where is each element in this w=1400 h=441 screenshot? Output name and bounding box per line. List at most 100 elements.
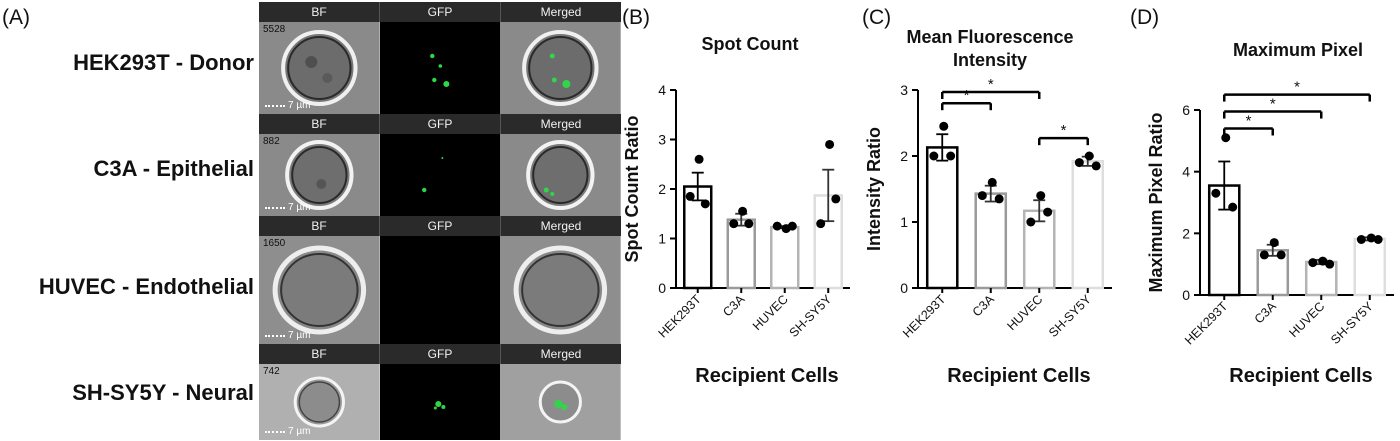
significance-star: *: [1270, 96, 1276, 113]
y-tick-label: 0: [658, 280, 666, 296]
y-tick-label: 3: [900, 82, 908, 98]
x-tick-label: HEK293T: [656, 292, 704, 340]
channel-header-gfp: GFP: [380, 216, 501, 236]
significance-star: *: [964, 87, 970, 104]
significance-star: *: [1294, 79, 1300, 96]
scale-bar: 7 µm: [265, 202, 310, 213]
y-tick-label: 4: [1182, 164, 1190, 180]
channel-header: BF GFP Merged: [259, 114, 621, 134]
y-tick-label: 6: [1182, 102, 1190, 118]
scale-bar: 7 µm: [265, 330, 310, 341]
channel-header-merged: Merged: [540, 347, 582, 361]
event-id: 5528: [263, 24, 286, 35]
chart-title: Mean Fluorescence: [906, 27, 1073, 47]
data-point: [1366, 233, 1376, 243]
channel-header: BF GFP Merged: [259, 216, 621, 236]
data-point: [816, 219, 826, 229]
row-label-shsy5y: SH-SY5Y - Neural: [72, 380, 254, 405]
bar: [726, 218, 756, 290]
bar: [770, 225, 800, 290]
channel-header-bf: BF: [259, 2, 380, 22]
x-tick-label: HEK293T: [900, 292, 948, 340]
x-tick-label: C3A: [1252, 299, 1280, 327]
x-tick-label: HEK293T: [1182, 299, 1230, 347]
data-point: [685, 191, 695, 201]
x-axis-label: Recipient Cells: [947, 365, 1090, 387]
bar: [974, 192, 1008, 290]
merged-image: [500, 134, 622, 216]
data-point: [977, 191, 987, 201]
data-point: [825, 139, 835, 149]
channel-header-gfp: GFP: [380, 2, 501, 22]
data-point: [772, 221, 782, 231]
gfp-image: [379, 22, 501, 114]
data-point: [1211, 188, 1221, 198]
bar: [925, 146, 959, 290]
row-label-huvec: HUVEC - Endothelial: [38, 274, 254, 299]
bar: [1071, 160, 1105, 290]
chart-title: Spot Count: [702, 34, 799, 54]
x-axis-label: Recipient Cells: [695, 365, 838, 387]
data-point: [946, 151, 956, 161]
merged-image: [500, 364, 622, 440]
bf-image: 882 7 µm: [259, 134, 380, 216]
x-tick-label: C3A: [970, 292, 998, 320]
data-point: [1325, 259, 1335, 269]
x-tick-label: HUVEC: [1287, 299, 1328, 340]
x-axis-label: Recipient Cells: [1229, 365, 1372, 387]
x-tick-label: SH-SY5Y: [1328, 299, 1376, 347]
scale-bar: 7 µm: [265, 100, 310, 111]
significance-star: *: [1061, 122, 1067, 139]
mean-fluorescence-chart: (C)Mean FluorescenceIntensity0123Intensi…: [862, 6, 1112, 387]
y-tick-label: 0: [900, 280, 908, 296]
channel-header-merged: Merged: [540, 5, 582, 19]
x-tick-label: SH-SY5Y: [1046, 292, 1094, 340]
data-point: [700, 199, 710, 209]
row-label-c3a: C3A - Epithelial: [93, 156, 254, 181]
micro-row-huvec: BF GFP Merged 1650 7 µm: [259, 216, 622, 344]
gfp-image: [379, 134, 501, 216]
channel-header: BF GFP Merged: [259, 2, 621, 22]
y-tick-label: 4: [658, 82, 666, 98]
data-point: [1308, 258, 1318, 268]
y-tick-label: 2: [900, 148, 908, 164]
x-tick-label: HUVEC: [750, 292, 791, 333]
data-point: [1221, 133, 1231, 143]
channel-header-merged: Merged: [540, 117, 582, 131]
panel-letter: (C): [862, 6, 891, 29]
data-point: [1269, 238, 1279, 248]
bf-image: 5528 7 µm: [259, 22, 380, 114]
data-point: [1084, 151, 1094, 161]
event-id: 1650: [263, 238, 286, 249]
x-tick-label: HUVEC: [1005, 292, 1046, 333]
channel-header-bf: BF: [259, 114, 380, 134]
y-axis-label: Intensity Ratio: [864, 127, 884, 251]
merged-image: [500, 22, 622, 114]
micro-row-hek293t: BF GFP Merged 5528 7 µm: [259, 2, 622, 114]
channel-header-merged: Merged: [540, 219, 582, 233]
data-point: [987, 177, 997, 187]
gfp-image: [379, 236, 501, 344]
gfp-image: [379, 364, 501, 440]
data-point: [1026, 217, 1036, 227]
data-point: [939, 121, 949, 131]
data-point: [1276, 250, 1286, 260]
y-tick-label: 2: [658, 181, 666, 197]
data-point: [1074, 158, 1084, 168]
data-point: [787, 221, 797, 231]
channel-header: BF GFP Merged: [259, 344, 621, 364]
data-point: [831, 194, 841, 204]
bf-image: 1650 7 µm: [259, 236, 380, 344]
micro-row-c3a: BF GFP Merged 882 7 µm: [259, 114, 622, 216]
chart-title: Intensity: [953, 50, 1027, 70]
y-tick-label: 2: [1182, 225, 1190, 241]
y-tick-label: 3: [658, 132, 666, 148]
x-tick-label: SH-SY5Y: [787, 292, 835, 340]
data-point: [738, 206, 748, 216]
chart-title: Maximum Pixel: [1233, 40, 1363, 60]
merged-image: [500, 236, 622, 344]
data-point: [1356, 235, 1366, 244]
data-point: [929, 151, 939, 161]
